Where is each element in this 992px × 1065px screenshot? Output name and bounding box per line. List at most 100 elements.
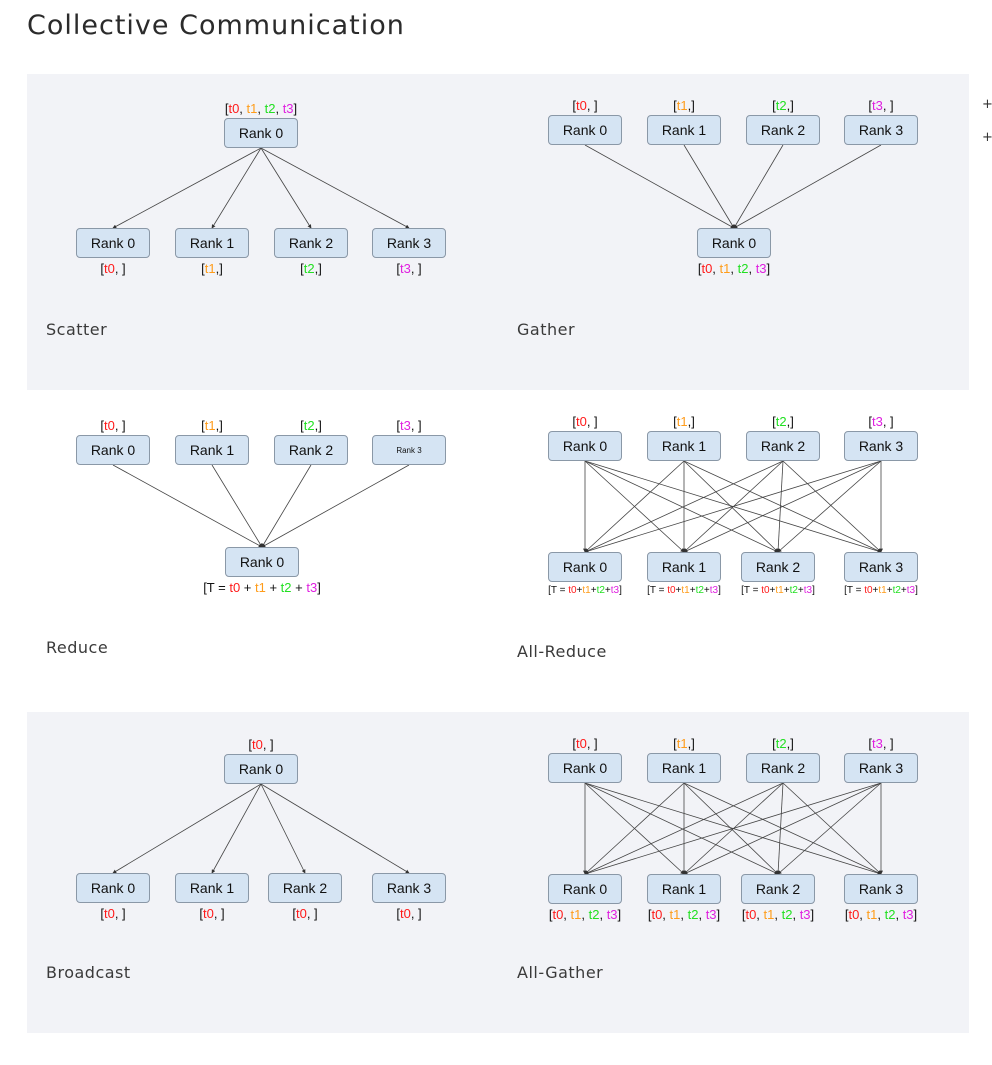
all-reduce-tensor-label: [t1,] (673, 414, 695, 429)
broadcast-tensor-label: [t0, ] (100, 906, 126, 921)
broadcast-label: Broadcast (46, 963, 131, 982)
reduce-rank-node: Rank 3 (372, 435, 446, 465)
broadcast-rank-node: Rank 0 (224, 754, 298, 784)
all-gather-tensor-label: [t3, ] (868, 736, 894, 751)
broadcast-tensor-label: [t0, ] (248, 737, 274, 752)
reduce-rank-node: Rank 1 (175, 435, 249, 465)
gather-rank-node: Rank 0 (548, 115, 622, 145)
gather-label: Gather (517, 320, 576, 339)
all-reduce-rank-node: Rank 1 (647, 552, 721, 582)
all-reduce-tensor-label: [T = t0+t1+t2+t3] (548, 585, 622, 596)
reduce-rank-node: Rank 2 (274, 435, 348, 465)
bottom-band (27, 712, 969, 1033)
all-reduce-tensor-label: [t3, ] (868, 414, 894, 429)
scatter-rank-node: Rank 3 (372, 228, 446, 258)
scatter-label: Scatter (46, 320, 108, 339)
broadcast-rank-node: Rank 2 (268, 873, 342, 903)
all-gather-tensor-label: [t0, t1, t2, t3] (548, 907, 622, 922)
all-reduce-rank-node: Rank 1 (647, 431, 721, 461)
all-gather-tensor-label: [t0, t1, t2, t3] (741, 907, 815, 922)
all-gather-rank-node: Rank 1 (647, 753, 721, 783)
broadcast-rank-node: Rank 3 (372, 873, 446, 903)
all-gather-label: All-Gather (517, 963, 604, 982)
scatter-rank-node: Rank 0 (224, 118, 298, 148)
all-gather-tensor-label: [t1,] (673, 736, 695, 751)
reduce-tensor-label: [t2,] (300, 418, 322, 433)
gather-rank-node: Rank 2 (746, 115, 820, 145)
all-gather-tensor-label: [t2,] (772, 736, 794, 751)
reduce-tensor-label: [T = t0 + t1 + t2 + t3] (203, 580, 321, 595)
scatter-tensor-label: [t3, ] (396, 261, 422, 276)
all-reduce-label: All-Reduce (517, 642, 607, 661)
scatter-rank-node: Rank 0 (76, 228, 150, 258)
all-reduce-edge (584, 460, 882, 553)
reduce-edge (261, 464, 410, 548)
broadcast-tensor-label: [t0, ] (396, 906, 422, 921)
all-reduce-edge (776, 460, 784, 553)
gather-tensor-label: [t1,] (673, 98, 695, 113)
reduce-label: Reduce (46, 638, 109, 657)
all-reduce-rank-node: Rank 2 (741, 552, 815, 582)
all-gather-rank-node: Rank 0 (548, 874, 622, 904)
reduce-edge (261, 464, 312, 548)
all-gather-rank-node: Rank 3 (844, 753, 918, 783)
gather-rank-node: Rank 1 (647, 115, 721, 145)
reduce-tensor-label: [t0, ] (100, 418, 126, 433)
all-reduce-edge (777, 460, 882, 553)
all-reduce-rank-node: Rank 0 (548, 552, 622, 582)
reduce-tensor-label: [t3, ] (396, 418, 422, 433)
all-reduce-edge (584, 460, 882, 553)
gather-tensor-label: [t3, ] (868, 98, 894, 113)
gather-rank-node: Rank 3 (844, 115, 918, 145)
all-reduce-tensor-label: [t0, ] (572, 414, 598, 429)
all-reduce-edge (584, 460, 685, 553)
scatter-tensor-label: [t0, t1, t2, t3] (224, 101, 298, 116)
broadcast-rank-node: Rank 1 (175, 873, 249, 903)
reduce-rank-node: Rank 0 (76, 435, 150, 465)
all-reduce-edge (584, 460, 784, 553)
all-gather-tensor-label: [t0, t1, t2, t3] (647, 907, 721, 922)
all-reduce-tensor-label: [T = t0+t1+t2+t3] (647, 585, 721, 596)
scatter-rank-node: Rank 2 (274, 228, 348, 258)
all-reduce-edge (584, 460, 685, 553)
all-reduce-rank-node: Rank 3 (844, 552, 918, 582)
all-reduce-edge (683, 460, 779, 553)
all-reduce-rank-node: Rank 3 (844, 431, 918, 461)
all-gather-rank-node: Rank 0 (548, 753, 622, 783)
scatter-tensor-label: [t0, ] (100, 261, 126, 276)
reduce-edge (112, 464, 263, 548)
broadcast-rank-node: Rank 0 (76, 873, 150, 903)
scatter-rank-node: Rank 1 (175, 228, 249, 258)
page-title: Collective Communication (27, 10, 405, 41)
all-reduce-tensor-label: [T = t0+t1+t2+t3] (844, 585, 918, 596)
all-gather-tensor-label: [t0, ] (572, 736, 598, 751)
reduce-rank-node: Rank 0 (225, 547, 299, 577)
all-reduce-edge (683, 460, 784, 553)
all-reduce-edge (683, 460, 882, 553)
all-reduce-edge (782, 460, 882, 553)
all-gather-rank-node: Rank 2 (746, 753, 820, 783)
broadcast-tensor-label: [t0, ] (292, 906, 318, 921)
scatter-tensor-label: [t1,] (201, 261, 223, 276)
gather-tensor-label: [t0, ] (572, 98, 598, 113)
gather-tensor-label: [t0, t1, t2, t3] (697, 261, 771, 276)
all-reduce-rank-node: Rank 0 (548, 431, 622, 461)
all-reduce-tensor-label: [t2,] (772, 414, 794, 429)
all-reduce-rank-node: Rank 2 (746, 431, 820, 461)
all-gather-rank-node: Rank 3 (844, 874, 918, 904)
expand-button[interactable]: + (982, 130, 992, 145)
all-gather-rank-node: Rank 1 (647, 874, 721, 904)
all-reduce-edge (584, 460, 779, 553)
reduce-tensor-label: [t1,] (201, 418, 223, 433)
all-reduce-tensor-label: [T = t0+t1+t2+t3] (741, 585, 815, 596)
gather-rank-node: Rank 0 (697, 228, 771, 258)
expand-button[interactable]: + (982, 97, 992, 112)
scatter-tensor-label: [t2,] (300, 261, 322, 276)
top-band (27, 74, 969, 390)
gather-tensor-label: [t2,] (772, 98, 794, 113)
all-gather-rank-node: Rank 2 (741, 874, 815, 904)
all-reduce-edge (683, 460, 882, 553)
broadcast-tensor-label: [t0, ] (199, 906, 225, 921)
reduce-edge (211, 464, 263, 548)
all-gather-tensor-label: [t0, t1, t2, t3] (844, 907, 918, 922)
